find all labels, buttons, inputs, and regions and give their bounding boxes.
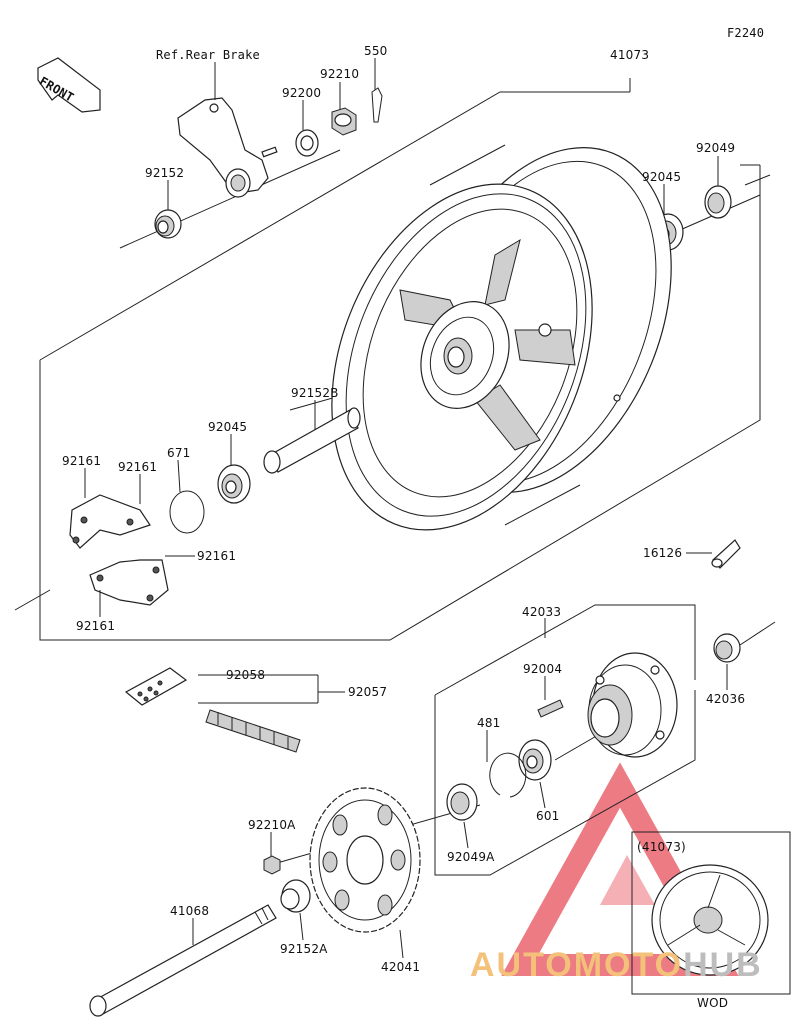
part-label-92210: 92210	[320, 67, 360, 81]
rear-brake-bracket	[177, 97, 278, 198]
part-label-42033: 42033	[522, 605, 562, 619]
watermark-text-part1: AUTOMOTO	[470, 946, 684, 984]
part-label-92057: 92057	[348, 685, 388, 699]
part-label-92004: 92004	[523, 662, 563, 676]
part-label-92161-d: 92161	[76, 619, 116, 633]
watermark-text: AUTOMOTOHUB	[470, 946, 763, 985]
damper-92161-upper-shape	[69, 494, 151, 549]
bearing-601-shape	[518, 739, 552, 781]
part-label-92161-c: 92161	[197, 549, 237, 563]
rear-wheel-41073-shape	[331, 144, 672, 531]
part-label-481: 481	[477, 716, 501, 730]
damper-92161-lower-shape	[89, 559, 169, 606]
part-label-41073: 41073	[610, 48, 650, 62]
bearing-92045-mid-shape	[217, 464, 251, 504]
hub-group-frame	[434, 604, 696, 876]
stud-92004-shape	[537, 699, 564, 718]
axle-41068-shape	[89, 904, 277, 1017]
part-label-92161-b: 92161	[118, 460, 158, 474]
collar-92152B-shape	[263, 407, 361, 474]
part-label-550: 550	[364, 44, 388, 58]
valve-16126-shape	[711, 539, 741, 569]
ref-rear-brake-note: Ref.Rear Brake	[156, 48, 260, 62]
inset-caption: WOD	[697, 996, 729, 1010]
collar-92152-shape	[154, 209, 182, 239]
seal-92049A-shape	[446, 783, 478, 821]
seal-92049-shape	[704, 185, 732, 219]
cotter-pin-550-shape	[371, 87, 383, 123]
part-label-92152: 92152	[145, 166, 185, 180]
part-label-41068: 41068	[170, 904, 210, 918]
wheel-group-frame	[39, 78, 761, 641]
sprocket-42041-shape	[309, 787, 421, 933]
leader-lines	[84, 58, 728, 959]
part-label-92200: 92200	[282, 86, 322, 100]
inset-ref-label: (41073)	[637, 840, 686, 854]
front-arrow	[37, 57, 101, 113]
part-label-92152A: 92152A	[280, 942, 328, 956]
collar-42036-shape	[713, 633, 741, 663]
figure-code: F2240	[727, 26, 765, 40]
chain-link-92058-shape	[124, 667, 188, 706]
circlip-481-shape	[489, 752, 527, 798]
part-label-92045-top: 92045	[642, 170, 682, 184]
part-label-92045-mid: 92045	[208, 420, 248, 434]
inset-box	[631, 831, 791, 995]
part-label-16126: 16126	[643, 546, 683, 560]
watermark-text-part2: HUB	[683, 946, 763, 984]
part-label-92152B: 92152B	[291, 386, 339, 400]
part-label-92161-a: 92161	[62, 454, 102, 468]
part-label-601: 601	[536, 809, 560, 823]
chain-92057-shape	[205, 709, 301, 753]
nut-92210A-shape	[263, 855, 281, 875]
washer-92200-shape	[295, 129, 319, 157]
part-label-92049: 92049	[696, 141, 736, 155]
part-label-671: 671	[167, 446, 191, 460]
part-label-92058: 92058	[226, 668, 266, 682]
nut-92210-shape	[331, 107, 357, 136]
watermark-logo	[501, 762, 739, 976]
o-ring-671-shape	[169, 490, 205, 534]
part-label-92049A: 92049A	[447, 850, 495, 864]
part-label-92210A: 92210A	[248, 818, 296, 832]
coupling-42033-shape	[587, 652, 678, 758]
part-label-42041: 42041	[381, 960, 421, 974]
part-label-42036: 42036	[706, 692, 746, 706]
collar-92152A-shape	[280, 879, 311, 913]
